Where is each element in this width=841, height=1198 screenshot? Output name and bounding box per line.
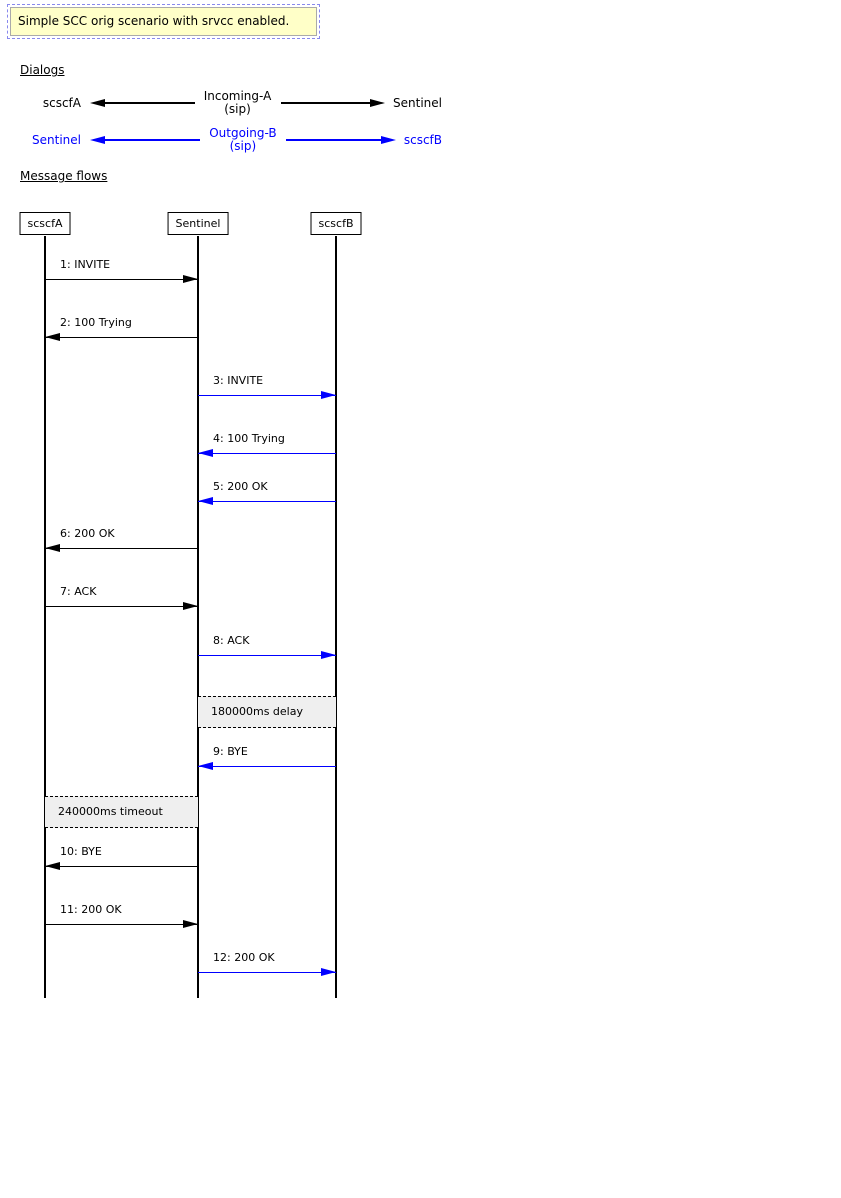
dialog-name-label: Incoming-A(sip)	[195, 90, 281, 116]
timer-note: 240000ms timeout	[45, 796, 198, 828]
message-line	[45, 924, 198, 926]
message-label: 1: INVITE	[60, 258, 111, 271]
dialog-arrowhead-right-icon	[380, 136, 396, 144]
message-line	[198, 655, 336, 657]
message-arrowhead-left-icon	[198, 449, 213, 457]
message-flows-heading: Message flows	[20, 169, 108, 183]
message-line	[45, 337, 198, 339]
dialogs-heading: Dialogs	[20, 63, 65, 77]
message-label: 5: 200 OK	[213, 480, 268, 493]
message-arrowhead-right-icon	[321, 968, 336, 976]
message-label: 12: 200 OK	[213, 951, 275, 964]
message-arrowhead-left-icon	[45, 333, 60, 341]
dialog-line	[280, 102, 371, 104]
dialog-name: Incoming-A	[203, 89, 272, 103]
message-arrowhead-right-icon	[183, 920, 198, 928]
message-line	[45, 548, 198, 550]
dialog-left-party: scscfA	[42, 96, 81, 110]
dialog-arrowhead-right-icon	[370, 99, 386, 107]
message-label: 6: 200 OK	[60, 527, 115, 540]
message-arrowhead-left-icon	[198, 497, 213, 505]
lifeline-scscfb	[335, 236, 337, 998]
message-line	[198, 453, 336, 455]
message-arrowhead-left-icon	[198, 762, 213, 770]
dialog-row-incoming-a: scscfA Incoming-A(sip) Sentinel	[21, 86, 442, 120]
dialog-right-party: scscfB	[403, 133, 442, 147]
message-label: 7: ACK	[60, 585, 97, 598]
message-line	[198, 766, 336, 768]
message-line	[198, 972, 336, 974]
scenario-title-note: Simple SCC orig scenario with srvcc enab…	[7, 4, 320, 39]
participant-box-scscfb: scscfB	[310, 212, 362, 235]
message-label: 10: BYE	[60, 845, 102, 858]
dialog-line	[105, 139, 200, 141]
message-arrowhead-right-icon	[183, 602, 198, 610]
message-arrowhead-right-icon	[321, 391, 336, 399]
dialog-right-party: Sentinel	[393, 96, 442, 110]
message-label: 2: 100 Trying	[60, 316, 132, 329]
dialog-row-outgoing-b: Sentinel Outgoing-B(sip) scscfB	[21, 123, 442, 157]
message-arrowhead-left-icon	[45, 862, 60, 870]
dialog-line	[105, 102, 195, 104]
message-label: 8: ACK	[213, 634, 250, 647]
message-line	[45, 606, 198, 608]
message-label: 9: BYE	[213, 745, 248, 758]
message-line	[198, 395, 336, 397]
message-arrowhead-left-icon	[45, 544, 60, 552]
dialog-arrowhead-left-icon	[90, 99, 105, 107]
message-label: 11: 200 OK	[60, 903, 122, 916]
dialog-name: Outgoing-B	[209, 126, 277, 140]
lifeline-scscfa	[44, 236, 46, 998]
participant-box-scscfa: scscfA	[19, 212, 71, 235]
dialog-protocol: (sip)	[229, 139, 257, 153]
message-line	[45, 279, 198, 281]
message-line	[198, 501, 336, 503]
message-arrowhead-right-icon	[321, 651, 336, 659]
lifeline-sentinel	[197, 236, 199, 998]
message-line	[45, 866, 198, 868]
scenario-title-text: Simple SCC orig scenario with srvcc enab…	[10, 7, 317, 36]
dialog-protocol: (sip)	[224, 102, 251, 116]
message-label: 4: 100 Trying	[213, 432, 285, 445]
dialog-left-party: Sentinel	[32, 133, 81, 147]
timer-note: 180000ms delay	[198, 696, 336, 728]
message-arrowhead-right-icon	[183, 275, 198, 283]
message-label: 3: INVITE	[213, 374, 264, 387]
participant-box-sentinel: Sentinel	[167, 212, 229, 235]
dialog-name-label: Outgoing-B(sip)	[200, 127, 286, 153]
dialog-line	[285, 139, 381, 141]
dialog-arrowhead-left-icon	[90, 136, 105, 144]
